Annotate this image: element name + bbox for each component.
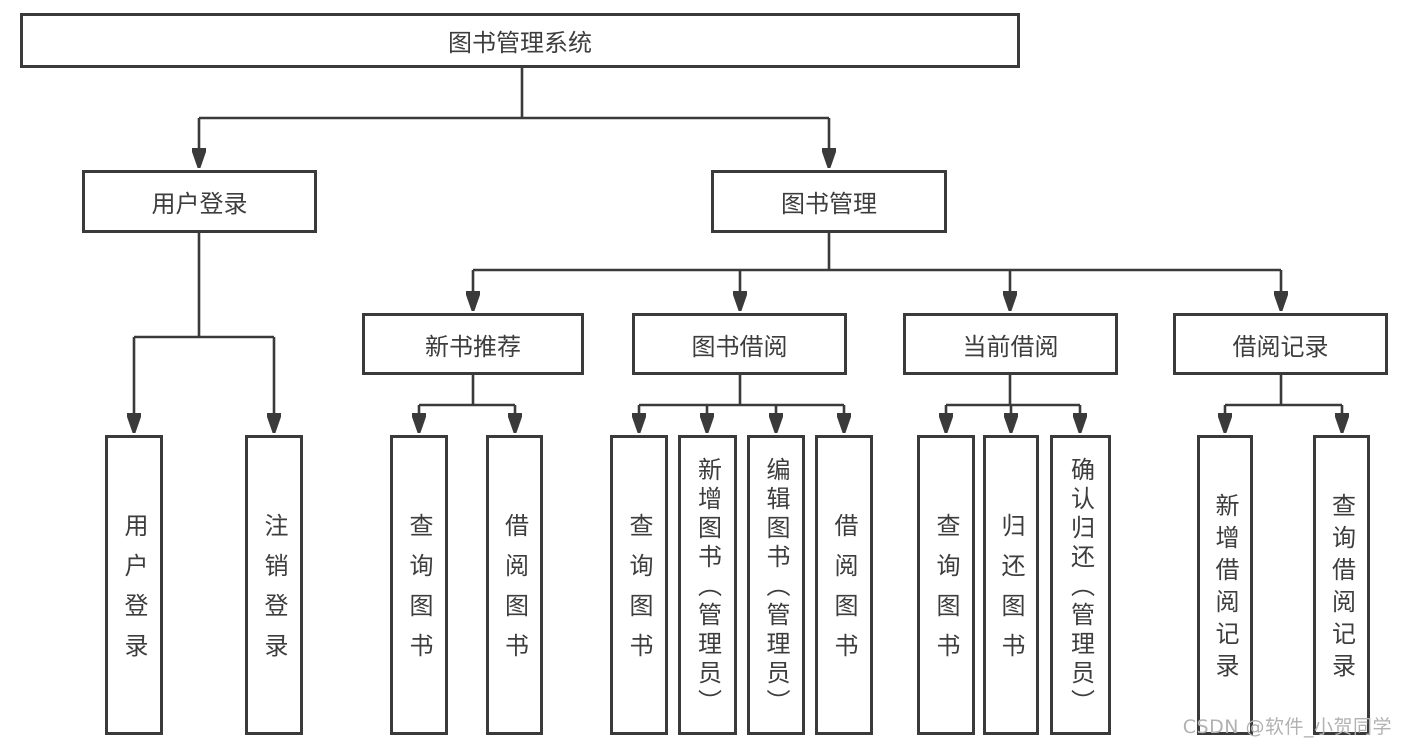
leaf-recommend-query-books: 查询图书 — [390, 435, 448, 735]
leaf-records-add-borrow-record: 新增借阅记录 — [1197, 435, 1253, 735]
csdn-watermark: CSDN @软件_小贺同学 — [1182, 716, 1392, 738]
leaf-current-return-books: 归还图书 — [983, 435, 1039, 735]
node-borrow-records: 借阅记录 — [1173, 313, 1388, 375]
leaf-borrow-borrow-books: 借阅图书 — [815, 435, 873, 735]
node-new-book-recommend: 新书推荐 — [362, 313, 584, 375]
leaf-logout: 注销登录 — [245, 435, 303, 735]
node-book-borrow: 图书借阅 — [632, 313, 847, 375]
leaf-user-login: 用户登录 — [105, 435, 163, 735]
root-node-library-management-system: 图书管理系统 — [20, 13, 1020, 68]
node-user-login: 用户登录 — [82, 170, 317, 233]
leaf-records-query-borrow-record: 查询借阅记录 — [1313, 435, 1370, 735]
node-book-management: 图书管理 — [711, 170, 947, 233]
leaf-borrow-edit-books-admin: 编辑图书（管理员） — [747, 435, 805, 735]
leaf-current-confirm-return-admin: 确认归还（管理员） — [1050, 435, 1111, 735]
leaf-recommend-borrow-books: 借阅图书 — [486, 435, 543, 735]
leaf-borrow-add-books-admin: 新增图书（管理员） — [678, 435, 737, 735]
leaf-borrow-query-books: 查询图书 — [610, 435, 668, 735]
leaf-current-query-books: 查询图书 — [917, 435, 975, 735]
node-current-borrow: 当前借阅 — [903, 313, 1118, 375]
